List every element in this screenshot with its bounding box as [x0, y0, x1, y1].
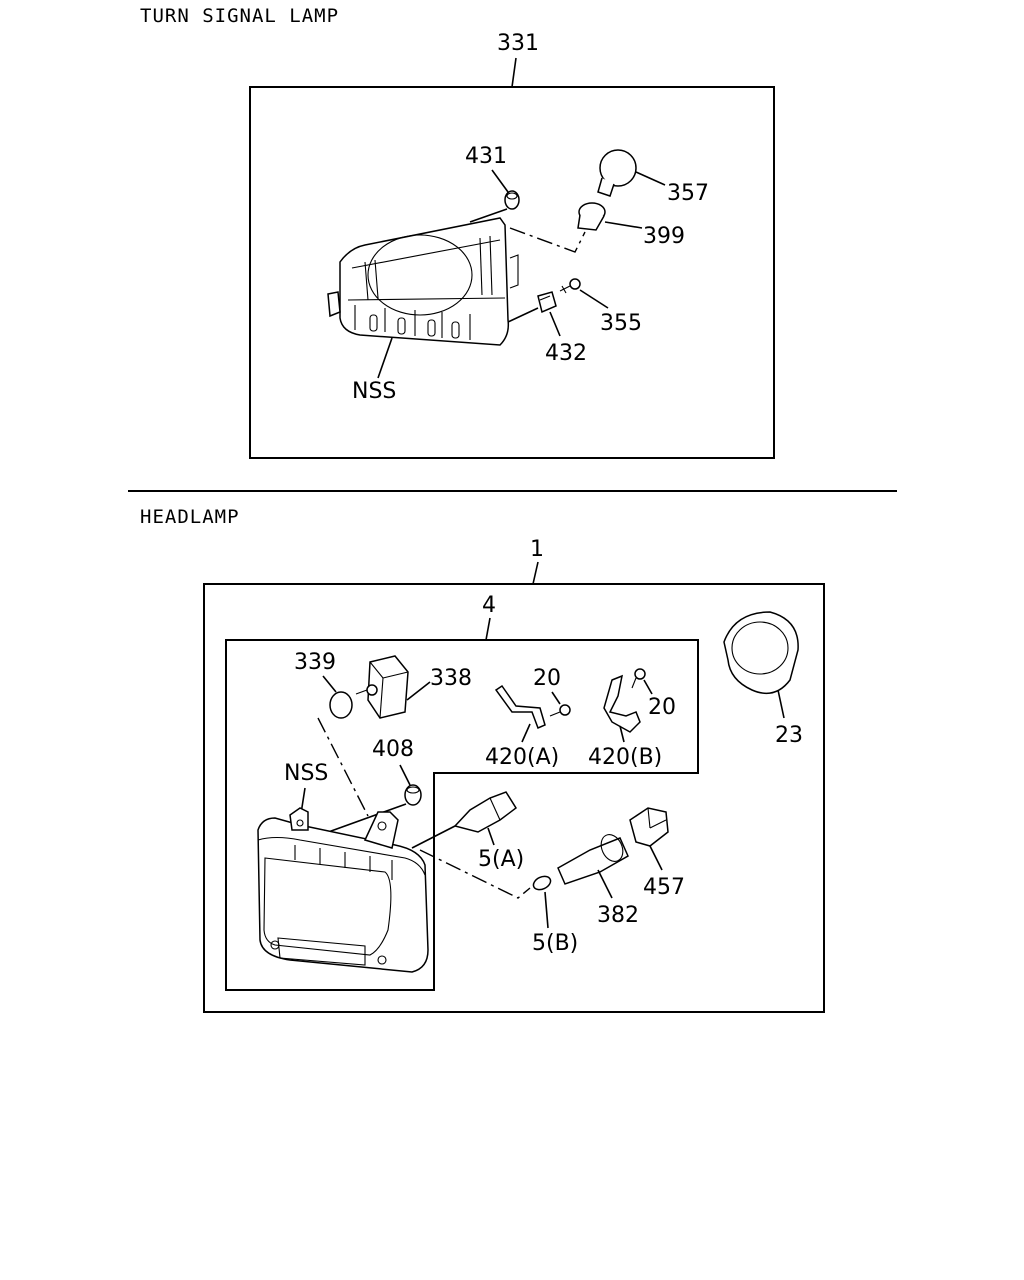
headlamp-drawing — [257, 807, 429, 973]
callout-nss-headlamp: NSS — [284, 761, 328, 786]
headlamp-subassembly-box — [225, 639, 699, 991]
callout-5a: 5(A) — [478, 847, 524, 872]
leader-408 — [399, 764, 411, 786]
part-420a-bracket — [494, 684, 546, 729]
leader-1 — [532, 561, 539, 585]
callout-431: 431 — [465, 144, 507, 169]
leader-338 — [406, 681, 431, 701]
leader-431 — [491, 169, 509, 193]
callout-338: 338 — [430, 666, 472, 691]
leader-355 — [579, 289, 609, 309]
leader-457 — [649, 845, 663, 871]
callout-420b: 420(B) — [588, 745, 662, 770]
leader-20-b — [643, 679, 653, 695]
leader-5a-to-lamp — [411, 825, 456, 849]
dash-line-339 — [317, 717, 369, 817]
callout-382: 382 — [597, 903, 639, 928]
part-432-clip — [537, 291, 557, 314]
leader-20-a — [551, 691, 561, 705]
callout-432: 432 — [545, 341, 587, 366]
callout-357: 357 — [667, 181, 709, 206]
leader-357 — [635, 171, 666, 186]
leader-420b — [619, 725, 625, 743]
part-338-actuator — [355, 655, 409, 719]
leader-23 — [777, 689, 785, 719]
part-5a-bulb — [453, 791, 518, 833]
leader-399 — [604, 221, 643, 229]
turn-signal-lamp-drawing — [327, 217, 519, 346]
part-5b-bulb — [532, 875, 552, 891]
callout-5b: 5(B) — [532, 931, 578, 956]
callout-457: 457 — [643, 875, 685, 900]
part-420b-bracket — [603, 674, 641, 733]
callout-399: 399 — [643, 224, 685, 249]
part-357-bulb — [597, 149, 637, 197]
callout-331: 331 — [497, 31, 539, 56]
dash-line-5b — [419, 849, 531, 899]
part-23-ring — [723, 611, 799, 695]
leader-420a — [521, 723, 531, 743]
leader-nss-turn — [377, 337, 393, 379]
dash-line-399 — [509, 227, 586, 253]
part-457-connector — [629, 807, 669, 847]
turn-signal-assembly-box — [249, 86, 775, 459]
leader-408-to-lamp — [319, 803, 407, 836]
headlamp-title: HEADLAMP — [140, 506, 240, 528]
leader-382 — [597, 869, 613, 899]
headlamp-assembly-box — [203, 583, 825, 1013]
leader-4 — [485, 617, 491, 641]
callout-408: 408 — [372, 737, 414, 762]
callout-23: 23 — [775, 723, 803, 748]
leader-5b — [544, 891, 549, 929]
turn-signal-title: TURN SIGNAL LAMP — [140, 5, 339, 27]
part-355-screw — [559, 278, 581, 294]
part-408-grommet — [404, 784, 422, 806]
callout-nss-turn: NSS — [352, 379, 396, 404]
part-20-screw-a — [549, 704, 571, 717]
part-20-screw-b — [631, 668, 646, 689]
callout-355: 355 — [600, 311, 642, 336]
part-339-o-ring — [329, 691, 353, 719]
part-399-socket — [577, 202, 606, 231]
part-431-grommet — [504, 190, 520, 210]
callout-20-b: 20 — [648, 695, 676, 720]
leader-331 — [511, 57, 517, 88]
part-382-socket — [557, 834, 629, 885]
callout-1: 1 — [530, 537, 544, 562]
callout-20-a: 20 — [533, 666, 561, 691]
callout-420a: 420(A) — [485, 745, 559, 770]
callout-4: 4 — [482, 593, 496, 618]
leader-431-to-lamp — [469, 208, 508, 223]
leader-432-to-lamp — [507, 307, 539, 323]
callout-339: 339 — [294, 650, 336, 675]
leader-432 — [549, 311, 561, 337]
leader-5a — [487, 827, 495, 846]
leader-339 — [322, 675, 337, 693]
